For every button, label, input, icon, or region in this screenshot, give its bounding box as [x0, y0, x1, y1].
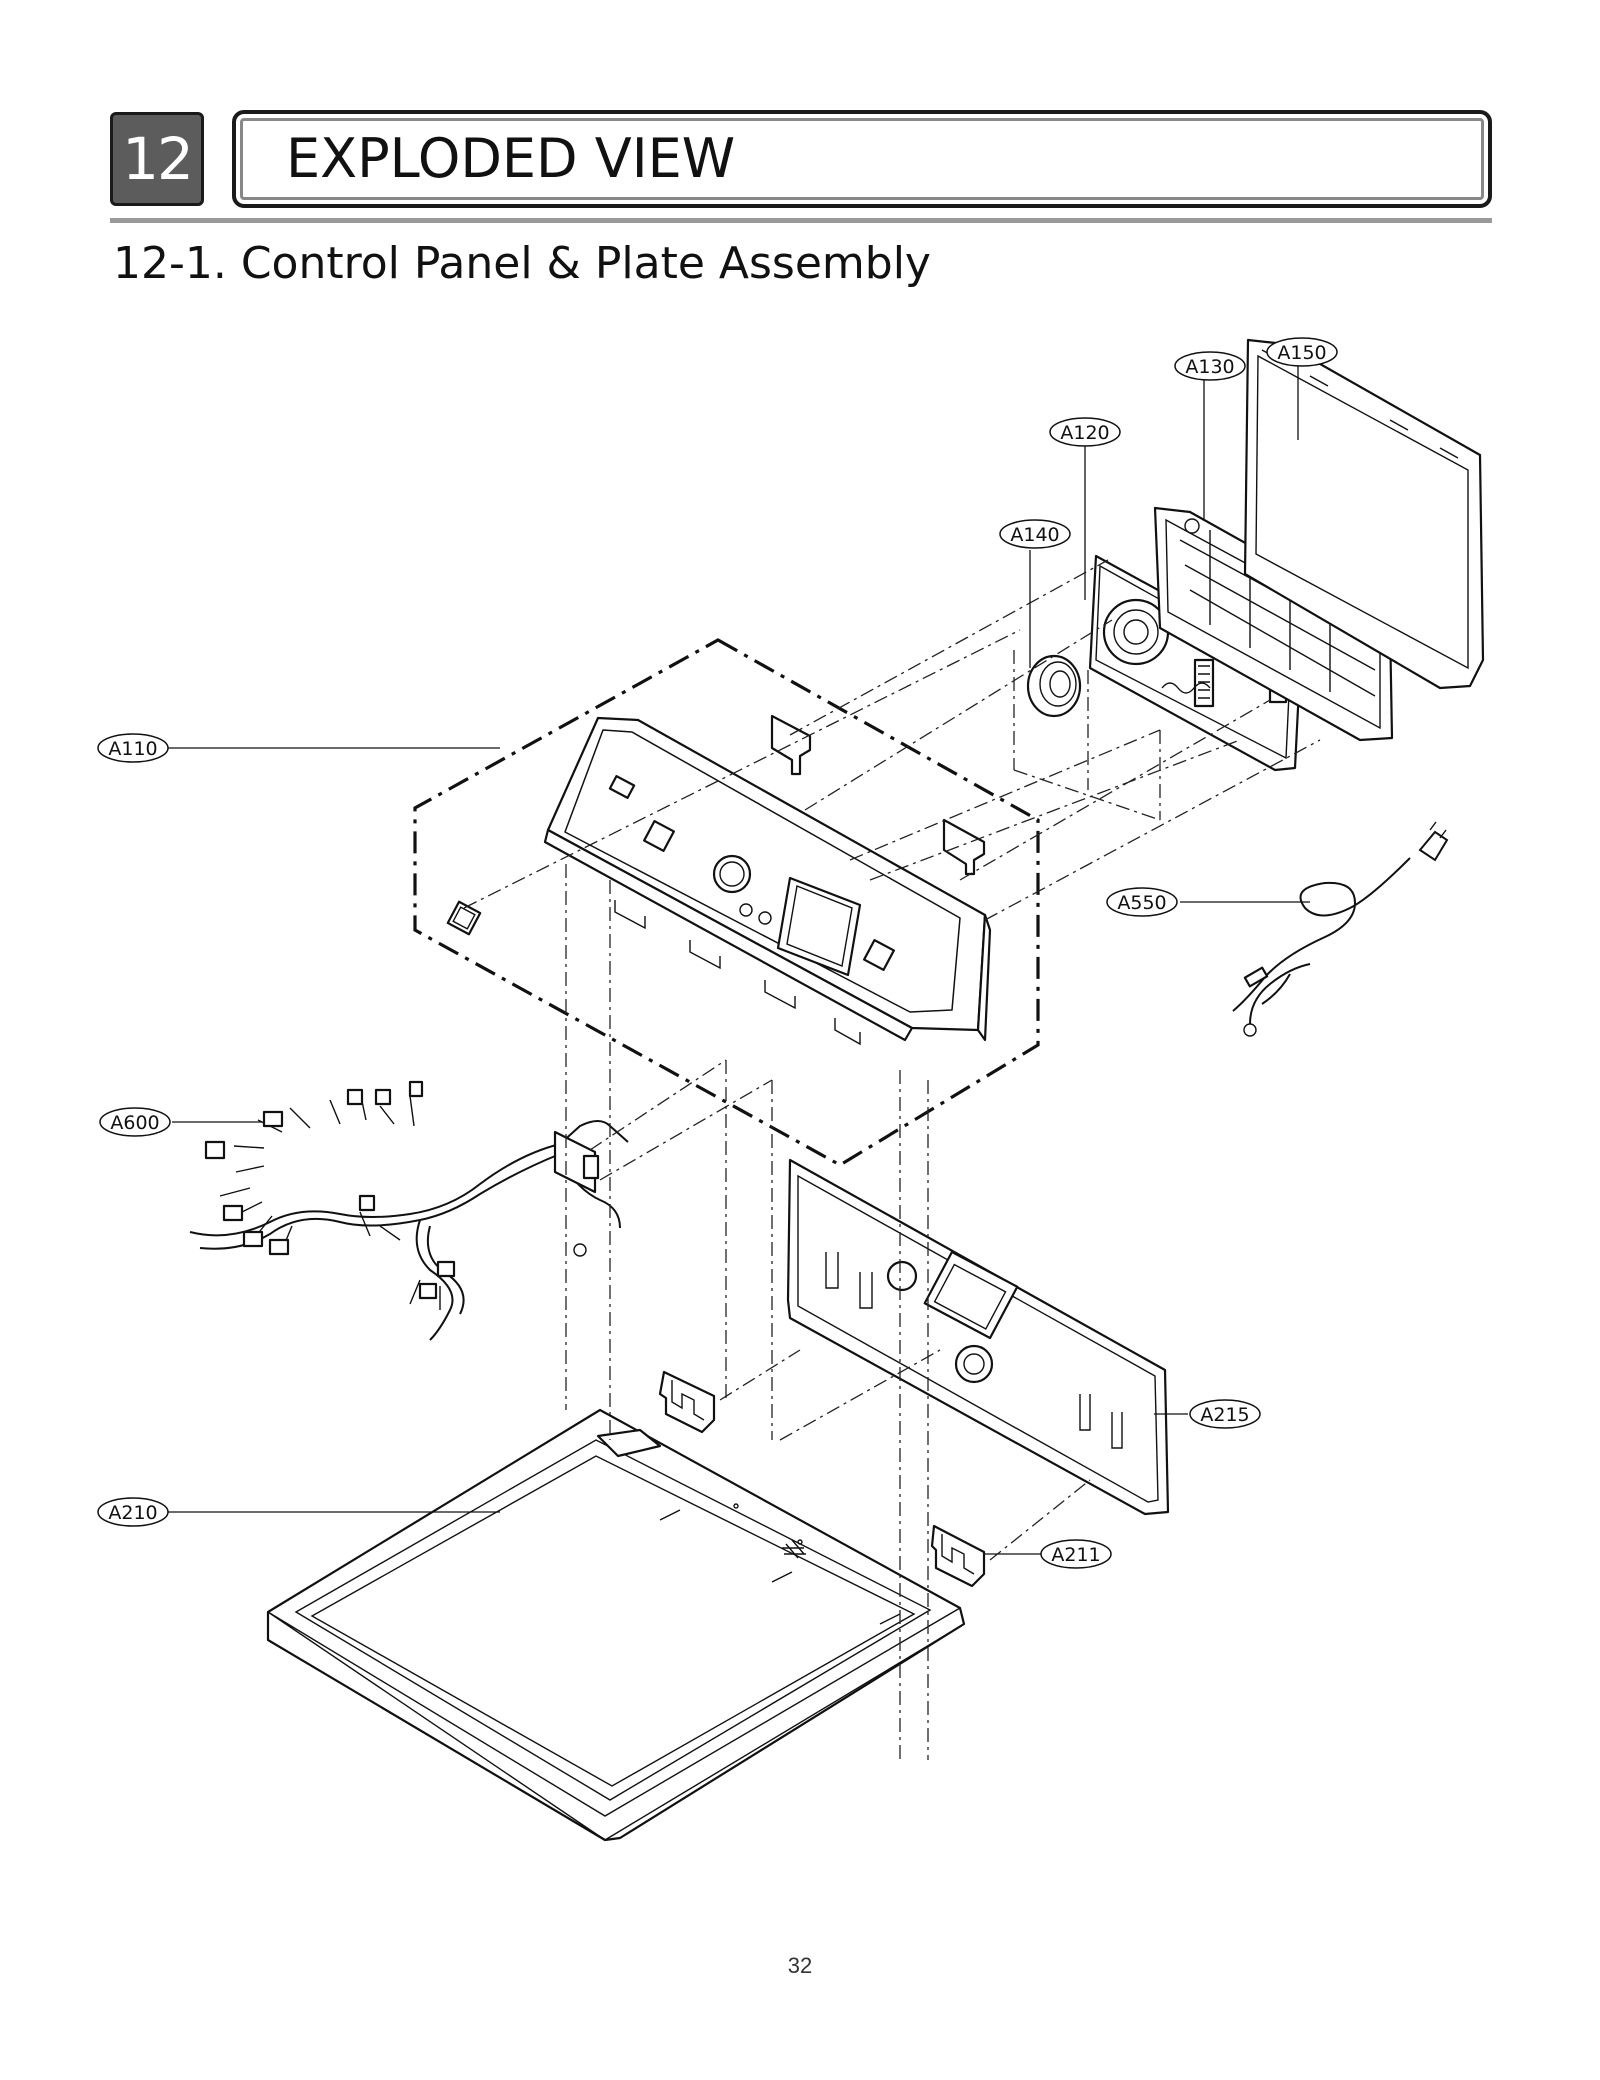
- section-number-box: 12: [110, 112, 204, 206]
- svg-text:A550: A550: [1117, 892, 1166, 914]
- label-a211: A211: [1040, 1539, 1112, 1569]
- a110-control-panel: [413, 638, 1040, 1167]
- label-a110: A110: [97, 733, 169, 763]
- svg-text:A210: A210: [108, 1502, 157, 1524]
- svg-text:A215: A215: [1200, 1404, 1249, 1426]
- section-title: EXPLODED VIEW: [286, 127, 736, 190]
- svg-text:A120: A120: [1060, 422, 1109, 444]
- svg-text:A130: A130: [1185, 356, 1234, 378]
- label-a120: A120: [1049, 417, 1121, 447]
- leader-lines: [168, 366, 1310, 1555]
- subsection-title: 12-1. Control Panel & Plate Assembly: [113, 238, 931, 289]
- label-a550: A550: [1106, 887, 1178, 917]
- a140-knob: [1026, 654, 1082, 718]
- svg-text:A150: A150: [1277, 342, 1326, 364]
- assembly-guide-lines: [463, 559, 1321, 1760]
- svg-text:A211: A211: [1051, 1544, 1100, 1566]
- section-title-box: EXPLODED VIEW: [232, 110, 1492, 208]
- label-a600: A600: [99, 1107, 171, 1137]
- a550-power-cord: [1232, 821, 1449, 1037]
- section-number: 12: [122, 125, 194, 193]
- page-number: 32: [787, 1953, 813, 1978]
- label-a140: A140: [999, 519, 1071, 549]
- a211-brackets: [658, 1370, 986, 1588]
- a110-assembly-boundary: [413, 638, 1040, 1167]
- label-a210: A210: [97, 1497, 169, 1527]
- svg-text:A110: A110: [108, 738, 157, 760]
- a215-inner-plate: [786, 1158, 1170, 1516]
- label-a215: A215: [1189, 1399, 1261, 1429]
- header-rule: [110, 218, 1492, 223]
- svg-text:A600: A600: [110, 1112, 159, 1134]
- panel-clips: [770, 714, 986, 876]
- a600-wire-harness: [189, 1080, 629, 1341]
- svg-text:A140: A140: [1010, 524, 1059, 546]
- a210-top-plate: [266, 1408, 966, 1842]
- label-a130: A130: [1174, 351, 1246, 381]
- label-a150: A150: [1266, 337, 1338, 367]
